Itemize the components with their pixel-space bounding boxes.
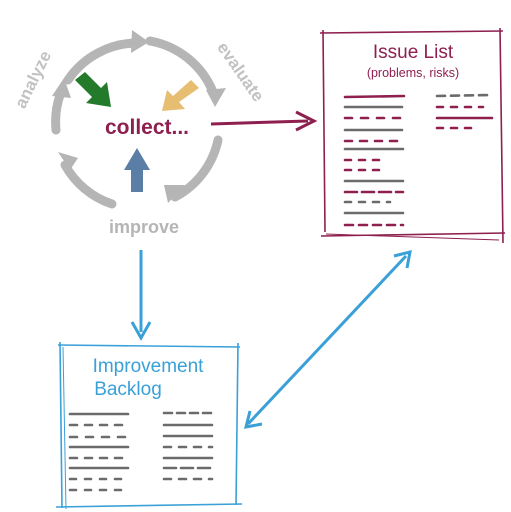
issue-list-subtitle: (problems, risks) — [367, 66, 459, 80]
stage-label-improve: improve — [109, 217, 179, 237]
cycle-center-label: collect... — [105, 116, 189, 139]
issue-list-document: Issue List (problems, risks) — [319, 27, 506, 244]
stage-label-analyze: analyze — [11, 48, 55, 112]
issue-backlog-bidirectional-arrow — [243, 249, 412, 429]
steel-input-arrow-icon — [124, 148, 150, 192]
improvement-backlog-document: Improvement Backlog — [55, 341, 243, 510]
improve-to-backlog-arrow — [130, 250, 152, 342]
orange-input-arrow-icon — [162, 80, 199, 111]
collect-to-issue-arrow — [210, 110, 318, 132]
green-input-arrow-icon — [75, 72, 111, 107]
backlog-title-line1: Improvement — [93, 356, 205, 377]
cycle-ring — [51, 36, 223, 209]
backlog-title-line2: Backlog — [94, 379, 162, 400]
issue-list-title: Issue List — [373, 42, 454, 63]
cycle-arrowheads — [52, 30, 226, 203]
